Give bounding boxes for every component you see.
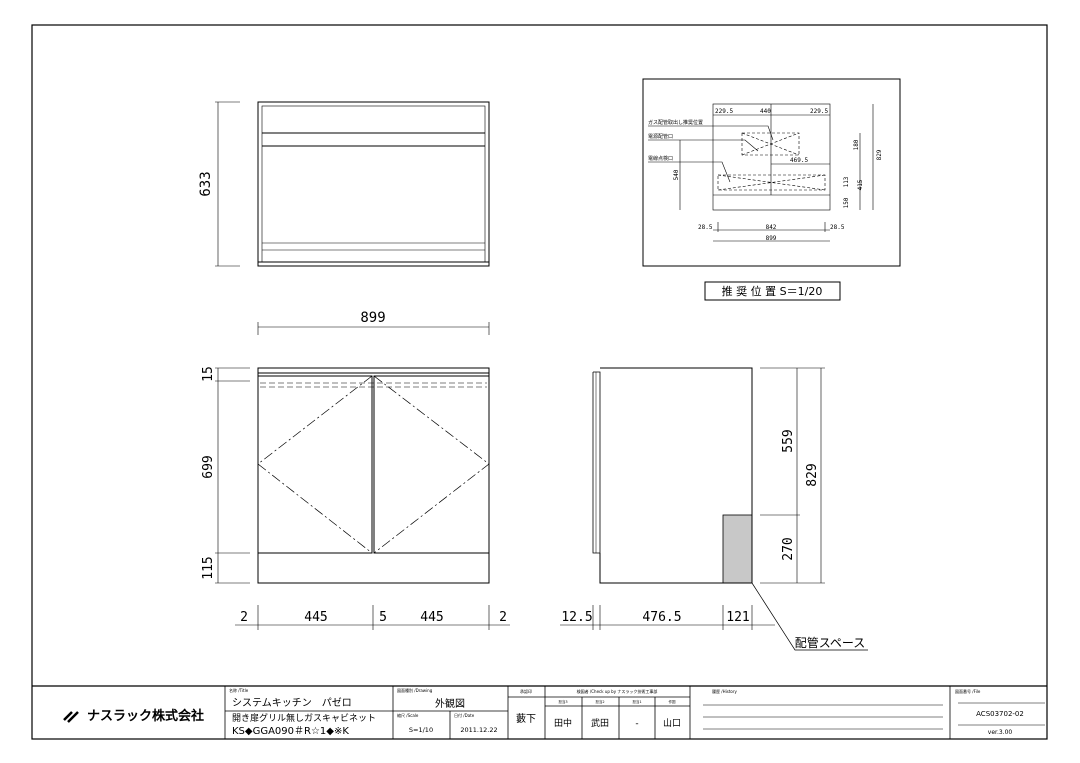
inset-dim: 469.5: [790, 157, 808, 164]
inset-dim: 180: [853, 139, 860, 150]
title-label: 名称 /Title: [229, 687, 249, 693]
approval-stamp: 藪下: [516, 712, 536, 725]
checker-role: 担当1: [632, 699, 641, 704]
company-logo-icon: [63, 711, 79, 723]
top-depth-dim: 633: [198, 171, 214, 196]
side-view: 559 270 829 12.5 476.5 121 配管スペース: [560, 367, 868, 651]
drawing-type: 外観図: [435, 697, 465, 710]
product-series: システムキッチン パゼロ: [232, 697, 352, 709]
power-pipe-label: 電源配管口: [648, 133, 673, 140]
file-number: ACS03702-02: [976, 710, 1024, 718]
checker-role: 担当3: [558, 699, 567, 704]
inset-dim: 28.5: [698, 224, 713, 231]
sheet-border: [31, 24, 1048, 740]
inset-dim: 229.5: [715, 108, 733, 115]
front-plinth-dim: 115: [201, 556, 216, 579]
side-upper-dim: 559: [781, 429, 796, 452]
inset-dim: 113: [843, 176, 850, 187]
side-lower-dim: 270: [781, 537, 796, 560]
checker-name: 武田: [591, 717, 609, 729]
front-bottom-dim: 445: [304, 610, 327, 625]
inset-dim: 28.5: [830, 224, 845, 231]
recommended-position-inset: ガス配管取出し推奨位置 電源配管口 電線点検口 229.5 440 229.5 …: [642, 78, 901, 301]
front-bottom-dim: 445: [420, 610, 443, 625]
top-view: 633: [198, 101, 490, 267]
version: ver.3.00: [988, 729, 1013, 736]
check-label: 検図者 /Check up by ナスラック技術工事部: [577, 688, 658, 694]
front-view: 899 15 699 115 2 445 5 445 2: [201, 310, 510, 630]
front-width-dim: 899: [360, 310, 385, 326]
side-bottom-dim: 476.5: [642, 610, 681, 625]
date-value: 2011.12.22: [460, 726, 497, 734]
pipe-space-label: 配管スペース: [795, 635, 866, 650]
company-name: ナスラック株式会社: [87, 708, 204, 724]
checker-role: 作図: [669, 699, 677, 704]
scale-value: S=1/10: [409, 726, 433, 734]
inset-dim: 540: [673, 169, 680, 180]
drawing-label: 図面種別 /Drawing: [397, 687, 433, 693]
side-bottom-dim: 12.5: [561, 610, 592, 625]
front-bottom-dim: 5: [379, 610, 387, 625]
product-code: KS◆GGA090＃R☆1◆※K: [232, 725, 349, 737]
inset-dim: 229.5: [810, 108, 828, 115]
front-door-dim: 699: [201, 455, 216, 478]
inset-dim: 829: [876, 149, 883, 160]
inset-dim: 150: [843, 197, 850, 208]
inset-dim: 440: [760, 108, 771, 115]
checker-name: 田中: [554, 717, 572, 729]
front-top-dim: 15: [201, 366, 216, 382]
scale-label: 縮尺 /Scale: [397, 712, 419, 718]
title-block: ナスラック株式会社 名称 /Title システムキッチン パゼロ 開き扉グリル無…: [32, 685, 1047, 739]
history-label: 履歴 /History: [712, 688, 737, 694]
inset-dim: 899: [766, 235, 777, 242]
gas-pipe-label: ガス配管取出し推奨位置: [648, 119, 703, 126]
side-total-dim: 829: [805, 463, 820, 486]
wire-inspection-label: 電線点検口: [648, 155, 673, 162]
checker-role: 担当2: [595, 699, 604, 704]
approval-label: 承認印: [520, 688, 532, 694]
front-bottom-dim: 2: [240, 610, 248, 625]
pipe-space: [722, 514, 753, 584]
inset-dim: 415: [857, 179, 864, 190]
side-bottom-dim: 121: [726, 610, 749, 625]
checker-name: 山口: [663, 718, 681, 729]
date-label: 日付 /Date: [454, 712, 475, 718]
inset-dim: 842: [766, 224, 777, 231]
front-bottom-dim: 2: [499, 610, 507, 625]
inset-caption: 推 奨 位 置 S＝1/20: [722, 284, 823, 298]
file-label: 図面番号 /File: [955, 688, 981, 694]
checker-name: -: [635, 719, 638, 729]
product-name: 開き扉グリル無しガスキャビネット: [232, 712, 376, 724]
